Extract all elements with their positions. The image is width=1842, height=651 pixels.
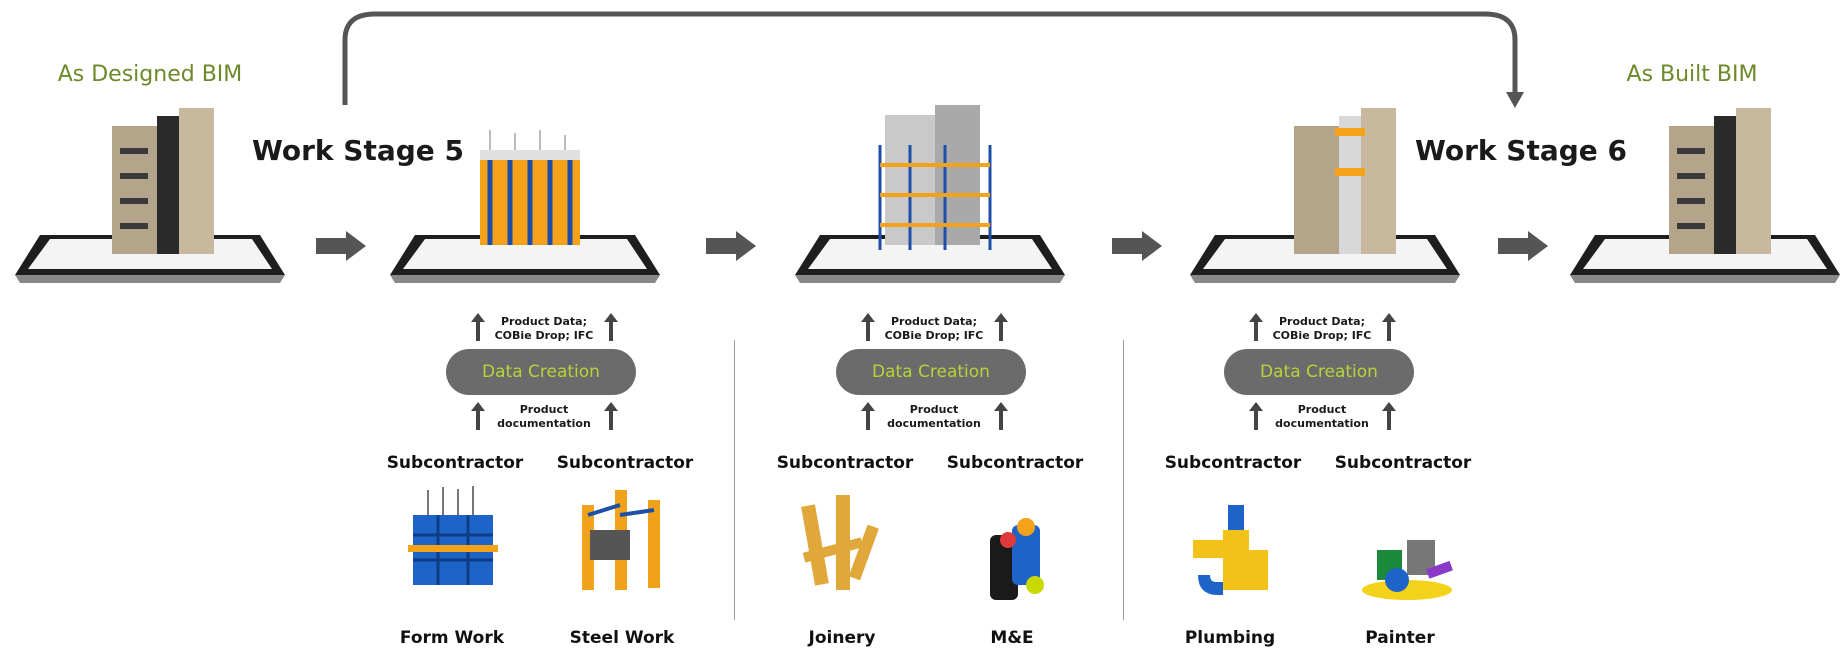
product-data-line1: Product Data; [891, 315, 977, 328]
product-doc-line1: Product [909, 403, 959, 416]
up-arrow-icon [1382, 313, 1396, 341]
flow-arrow-3 [1112, 231, 1162, 261]
product-doc-line1: Product [519, 403, 569, 416]
subcontractor-title: Subcontractor [1334, 453, 1472, 473]
product-data-line1: Product Data; [1279, 315, 1365, 328]
feedback-loop-arrow [342, 11, 1524, 108]
product-data-label: Product Data; COBie Drop; IFC [474, 315, 614, 343]
data-creation-pill: Data Creation [1224, 349, 1414, 395]
product-data-line2: COBie Drop; IFC [494, 329, 594, 342]
product-doc-line2: documentation [887, 417, 981, 430]
up-arrow-icon [471, 313, 485, 341]
formwork-block-icon [408, 486, 498, 585]
as-designed-title: As Designed BIM [57, 62, 243, 87]
column-divider-1 [734, 340, 735, 620]
product-data-label: Product Data; COBie Drop; IFC [1252, 315, 1392, 343]
subcontractor-title: Subcontractor [946, 453, 1084, 473]
up-arrow-icon [1382, 402, 1396, 430]
trade-label-joinery: Joinery [808, 628, 876, 648]
product-documentation-label: Product documentation [1252, 403, 1392, 431]
data-creation-pill: Data Creation [446, 349, 636, 395]
up-arrow-icon [861, 402, 875, 430]
scaffold-building-icon [878, 105, 992, 250]
trade-label-form-work: Form Work [399, 628, 505, 648]
work-stage-5-title: Work Stage 5 [252, 134, 465, 167]
product-data-line2: COBie Drop; IFC [884, 329, 984, 342]
trade-label-plumbing: Plumbing [1184, 628, 1276, 648]
up-arrow-icon [604, 313, 618, 341]
pipe-fittings-icon [1193, 505, 1268, 595]
product-data-label: Product Data; COBie Drop; IFC [864, 315, 1004, 343]
steel-frame-icon [582, 490, 660, 590]
up-arrow-icon [471, 402, 485, 430]
as-built-building-icon [1669, 108, 1771, 254]
column-divider-2 [1123, 340, 1124, 620]
product-documentation-label: Product documentation [864, 403, 1004, 431]
up-arrow-icon [994, 313, 1008, 341]
product-documentation-label: Product documentation [474, 403, 614, 431]
product-data-line2: COBie Drop; IFC [1272, 329, 1372, 342]
subcontractor-title: Subcontractor [776, 453, 914, 473]
trade-label-m-and-e: M&E [990, 628, 1034, 648]
subcontractor-title: Subcontractor [1164, 453, 1302, 473]
subcontractor-title: Subcontractor [556, 453, 694, 473]
formwork-building-icon [480, 130, 580, 245]
product-doc-line2: documentation [497, 417, 591, 430]
paint-cans-icon [1362, 540, 1453, 600]
up-arrow-icon [604, 402, 618, 430]
work-stage-6-title: Work Stage 6 [1415, 134, 1628, 167]
product-doc-line2: documentation [1275, 417, 1369, 430]
tablet-stage5 [390, 235, 660, 283]
up-arrow-icon [994, 402, 1008, 430]
up-arrow-icon [861, 313, 875, 341]
up-arrow-icon [1249, 313, 1263, 341]
trade-label-painter: Painter [1365, 628, 1435, 648]
flow-arrow-4 [1498, 231, 1548, 261]
product-doc-line1: Product [1297, 403, 1347, 416]
data-creation-pill: Data Creation [836, 349, 1026, 395]
cable-drums-icon [990, 518, 1044, 600]
up-arrow-icon [1249, 402, 1263, 430]
building-model-icon [112, 108, 214, 254]
timber-joinery-icon [801, 495, 879, 590]
product-data-line1: Product Data; [501, 315, 587, 328]
flow-arrow-2 [706, 231, 756, 261]
subcontractor-title: Subcontractor [386, 453, 524, 473]
flow-arrow-1 [316, 231, 366, 261]
as-built-title: As Built BIM [1626, 62, 1758, 87]
trade-label-steel-work: Steel Work [569, 628, 675, 648]
cladding-building-icon [1294, 108, 1396, 254]
